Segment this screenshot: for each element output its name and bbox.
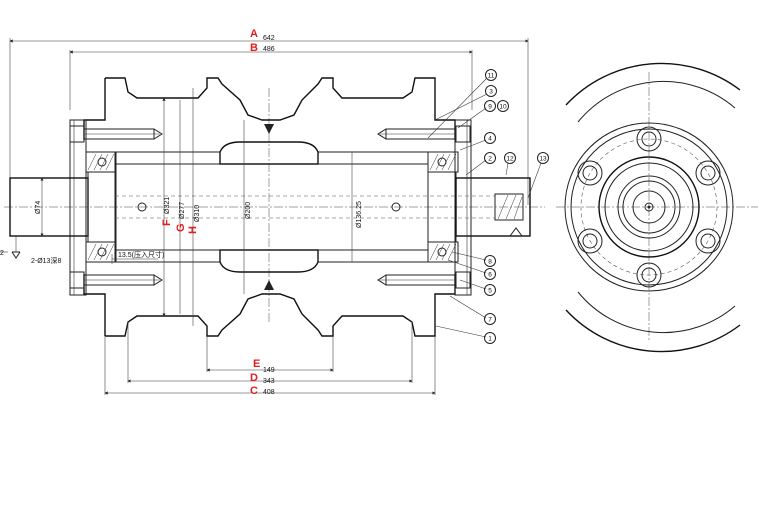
balloon-12: 12 [504, 152, 516, 164]
bolt-hole-lower-left [577, 228, 603, 254]
seal-left-lower [85, 241, 117, 263]
balloon-8: 8 [484, 255, 496, 267]
balloons: 11 3 9 10 4 2 12 13 8 6 5 7 1 [484, 69, 549, 344]
dim-D-label: D [250, 372, 258, 384]
section-view [0, 38, 545, 395]
seal-left-upper [85, 151, 117, 173]
dia-tread: Ø200 [245, 202, 252, 219]
bolt-lower-left [69, 271, 163, 289]
balloon-10: 10 [497, 100, 509, 112]
svg-text:13: 13 [539, 156, 547, 163]
bolt-hole-upper-left [577, 160, 603, 186]
dim-A-value: 642 [263, 35, 275, 42]
note-holes: 2-Ø13深8 [31, 256, 61, 265]
shaft [9, 163, 531, 251]
svg-text:5: 5 [488, 288, 492, 295]
dim-B-value: 486 [263, 46, 275, 53]
seal-right-lower [427, 241, 459, 263]
svg-text:8: 8 [488, 259, 492, 266]
dia-shaft: Ø74 [35, 201, 42, 214]
dim-C-value: 408 [263, 389, 275, 396]
svg-text:9: 9 [488, 104, 492, 111]
balloon-13: 13 [537, 152, 549, 164]
bolt-upper-left [69, 125, 163, 143]
svg-text:11: 11 [488, 73, 495, 80]
svg-text:1: 1 [488, 336, 492, 343]
dia-H-label: H [187, 226, 199, 234]
svg-text:4: 4 [488, 136, 492, 143]
seal-right-upper [427, 151, 459, 173]
bolt-hole-top [636, 126, 662, 152]
balloon-4: 4 [484, 132, 496, 144]
bolt-hole-upper-right [695, 160, 721, 186]
svg-text:2: 2 [488, 156, 492, 163]
dia-bore: Ø136.25 [356, 201, 363, 228]
balloon-9: 9 [484, 100, 496, 112]
balloon-7: 7 [484, 313, 496, 325]
svg-text:6: 6 [488, 272, 492, 279]
dia-F-value: Ø321 [164, 197, 171, 214]
svg-text:7: 7 [488, 317, 492, 324]
end-view [556, 62, 758, 353]
dia-H-value: Ø310 [194, 205, 201, 222]
svg-text:3: 3 [489, 89, 493, 96]
dim-A-label: A [250, 28, 258, 40]
dim-B-label: B [250, 42, 258, 54]
dim-E-value: 149 [263, 367, 275, 374]
note-edge-mark: 2 [0, 250, 4, 257]
balloon-2: 2 [484, 152, 496, 164]
balloon-6: 6 [484, 268, 496, 280]
balloon-3: 3 [485, 85, 497, 97]
note-press: 13.5(压入尺寸) [118, 250, 164, 259]
balloon-5: 5 [484, 284, 496, 296]
dia-F-label: F [161, 219, 173, 226]
balloon-11: 11 [485, 69, 497, 81]
bolt-hole-lower-right [695, 228, 721, 254]
bolt-lower-right [377, 271, 471, 289]
svg-text:10: 10 [499, 104, 507, 111]
dia-G-label: G [175, 223, 187, 232]
dim-E-label: E [253, 358, 260, 370]
bolt-hole-bottom [636, 262, 662, 288]
dia-G-value: Ø277 [179, 202, 186, 219]
dim-D-value: 343 [263, 378, 275, 385]
bolt-upper-right [377, 125, 471, 143]
dim-C-label: C [250, 385, 258, 397]
svg-text:12: 12 [506, 156, 514, 163]
balloon-1: 1 [484, 332, 496, 344]
